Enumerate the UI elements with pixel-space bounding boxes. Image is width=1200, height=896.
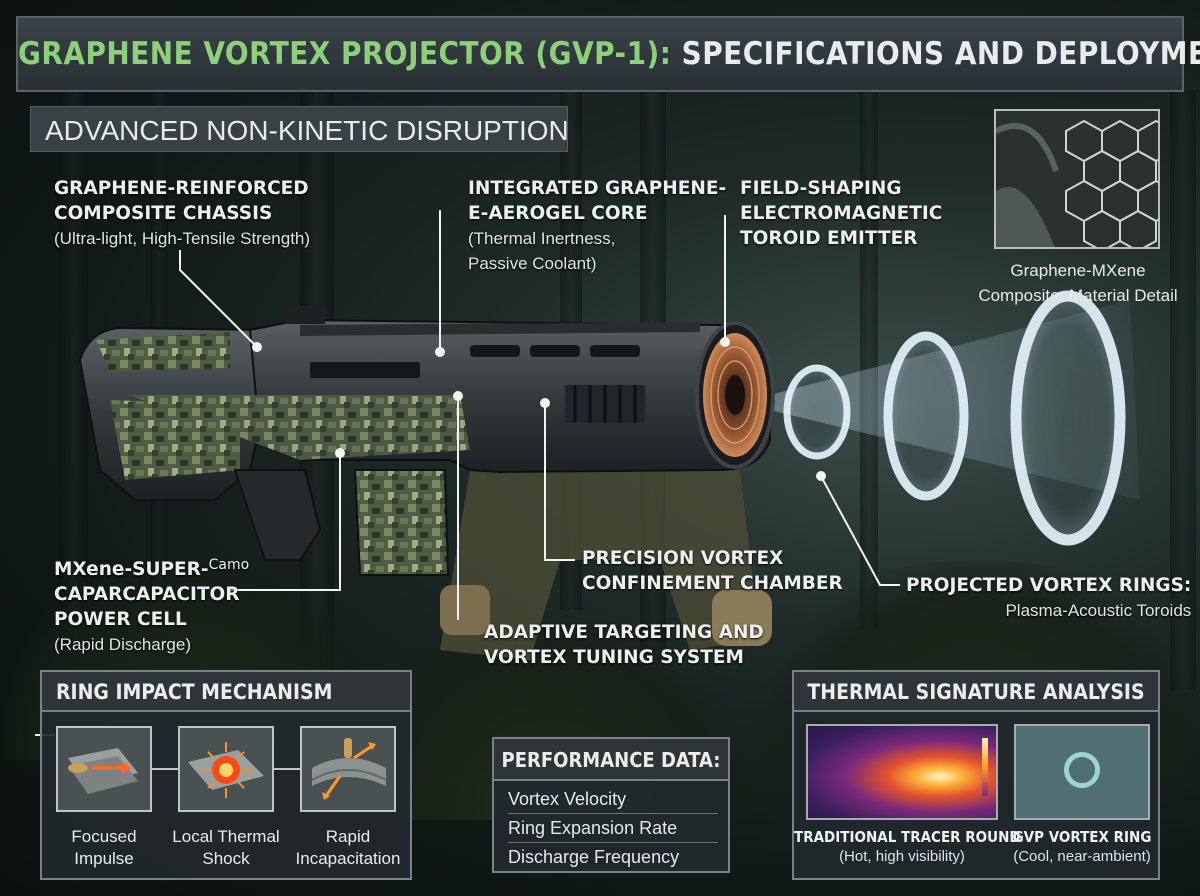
callout-chamber-title2: CONFINEMENT CHAMBER (582, 573, 843, 594)
subtitle-box: ADVANCED NON-KINETIC DISRUPTION (30, 106, 569, 152)
deflection-icon (311, 738, 387, 800)
callout-aerogel: INTEGRATED GRAPHENE- E-AEROGEL CORE (The… (468, 176, 726, 276)
step-label-incapacitation-line2: Incapacitation (295, 849, 401, 868)
step-label-impulse-line2: Impulse (74, 849, 134, 868)
subtitle: ADVANCED NON-KINETIC DISRUPTION (45, 115, 569, 146)
callout-aerogel-title2: E-AEROGEL CORE (468, 203, 648, 224)
step-label-incapacitation: Rapid Incapacitation (288, 826, 408, 870)
callout-chassis-title2: COMPOSITE CHASSIS (54, 203, 273, 224)
callout-power-tag: Camo (208, 557, 250, 573)
thermal-scale-bar (982, 738, 988, 796)
vortex-caption: GVP VORTEX RING (Cool, near-ambient) (1004, 827, 1160, 867)
callout-aerogel-detail2: Passive Coolant) (468, 254, 597, 273)
ring-impact-title: RING IMPACT MECHANISM (42, 672, 410, 712)
material-inset-image (994, 109, 1160, 249)
ejection-port (310, 362, 420, 378)
leader-lines (35, 210, 900, 736)
pistol-grip (233, 469, 450, 576)
callout-emitter-title2: ELECTROMAGNETIC (740, 203, 943, 224)
step-connector (274, 768, 300, 770)
step-label-impulse-line1: Focused (71, 827, 137, 846)
vortex-caption-detail: (Cool, near-ambient) (1013, 848, 1151, 865)
page-title: GRAPHENE VORTEX PROJECTOR (GVP-1): SPECI… (18, 18, 1200, 90)
callout-targeting-title1: ADAPTIVE TARGETING AND (484, 622, 764, 643)
rear-sight (285, 306, 325, 324)
tracer-caption-title: TRADITIONAL TRACER ROUND (794, 828, 1021, 846)
performance-row: Discharge Frequency (508, 847, 680, 867)
tracer-caption-detail: (Hot, high visibility) (839, 848, 965, 865)
callout-power-title2: CAPARCAPACITOR (54, 584, 240, 605)
vortex-thermal-image (1014, 724, 1150, 820)
step-label-incapacitation-line1: Rapid (325, 827, 371, 846)
callout-emitter-title1: FIELD-SHAPING (740, 178, 902, 199)
callout-targeting-title2: VORTEX TUNING SYSTEM (484, 647, 744, 668)
cool-ring-icon (1064, 752, 1100, 788)
callout-rings-title: PROJECTED VORTEX RINGS: (906, 575, 1192, 596)
ring-impact-panel: RING IMPACT MECHANISM (40, 670, 412, 880)
tracer-caption: TRADITIONAL TRACER ROUND (Hot, high visi… (794, 827, 1021, 867)
side-rail (565, 385, 645, 423)
soldier-silhouette (440, 470, 772, 660)
performance-data-title: PERFORMANCE DATA: (494, 739, 728, 781)
step-label-thermal: Local Thermal Shock (162, 826, 290, 870)
thermal-signature-panel: THERMAL SIGNATURE ANALYSIS TRADITIONAL T… (792, 670, 1160, 880)
performance-data-panel: PERFORMANCE DATA: Vortex Velocity Ring E… (492, 737, 730, 873)
vent-slots (470, 345, 640, 357)
title-rest: SPECIFICATIONS AND DEPLOYMENT (681, 36, 1200, 72)
callout-chamber-title1: PRECISION VORTEX (582, 548, 784, 569)
step-label-impulse: Focused Impulse (46, 826, 162, 870)
camo-panel (130, 395, 470, 460)
callout-aerogel-title1: INTEGRATED GRAPHENE- (468, 178, 727, 199)
callout-targeting: ADAPTIVE TARGETING AND VORTEX TUNING SYS… (484, 620, 764, 670)
impulse-step-image (56, 726, 152, 812)
performance-row: Ring Expansion Rate (508, 814, 718, 843)
callout-chamber: PRECISION VORTEX CONFINEMENT CHAMBER (582, 546, 843, 596)
performance-row: Vortex Velocity (508, 785, 718, 814)
step-connector (152, 768, 178, 770)
thermal-signature-title: THERMAL SIGNATURE ANALYSIS (794, 672, 1158, 712)
impulse-icon (68, 748, 138, 794)
callout-power-detail: (Rapid Discharge) (54, 635, 191, 654)
vortex-rings (783, 290, 1126, 546)
callout-emitter: FIELD-SHAPING ELECTROMAGNETIC TOROID EMI… (740, 176, 942, 251)
callout-power-title3: POWER CELL (54, 609, 187, 630)
callout-chassis-title1: GRAPHENE-REINFORCED (54, 178, 309, 199)
tracer-thermal-image (806, 724, 998, 820)
callout-aerogel-detail1: (Thermal Inertness, (468, 229, 616, 248)
title-bar: GRAPHENE VORTEX PROJECTOR (GVP-1): SPECI… (16, 16, 1200, 92)
top-rail (300, 322, 700, 336)
callout-rings: PROJECTED VORTEX RINGS: Plasma-Acoustic … (906, 573, 1191, 623)
weapon-stock (78, 326, 272, 501)
hexagon-lattice-icon (996, 111, 1158, 247)
title-accent: GRAPHENE VORTEX PROJECTOR (GVP-1): (18, 36, 672, 72)
inset-caption: Graphene-MXene Composite: Material Detai… (965, 258, 1191, 308)
callout-chassis-detail: (Ultra-light, High-Tensile Strength) (54, 229, 311, 248)
toroid-emitter (695, 321, 775, 469)
inset-caption-line1: Graphene-MXene (1010, 261, 1146, 280)
callout-power: MXene-SUPER-Camo CAPARCAPACITOR POWER CE… (54, 553, 249, 657)
incapacitation-step-image (300, 726, 396, 812)
callout-chassis: GRAPHENE-REINFORCED COMPOSITE CHASSIS (U… (54, 176, 310, 251)
step-label-thermal-line2: Shock (202, 849, 250, 868)
vortex-caption-title: GVP VORTEX RING (1012, 828, 1152, 846)
background-tree (860, 90, 878, 630)
callout-rings-detail: Plasma-Acoustic Toroids (1005, 601, 1192, 620)
background-tree (1170, 90, 1196, 690)
callout-power-line1: MXene-SUPER- (54, 559, 209, 580)
step-label-thermal-line1: Local Thermal (172, 827, 280, 846)
inset-caption-line2: Composite: Material Detail (978, 286, 1178, 305)
callout-emitter-title3: TOROID EMITTER (740, 228, 918, 249)
callout-power-title1: MXene-SUPER-Camo (54, 553, 249, 582)
thermal-shock-step-image (178, 726, 274, 812)
burst-icon (188, 742, 264, 798)
